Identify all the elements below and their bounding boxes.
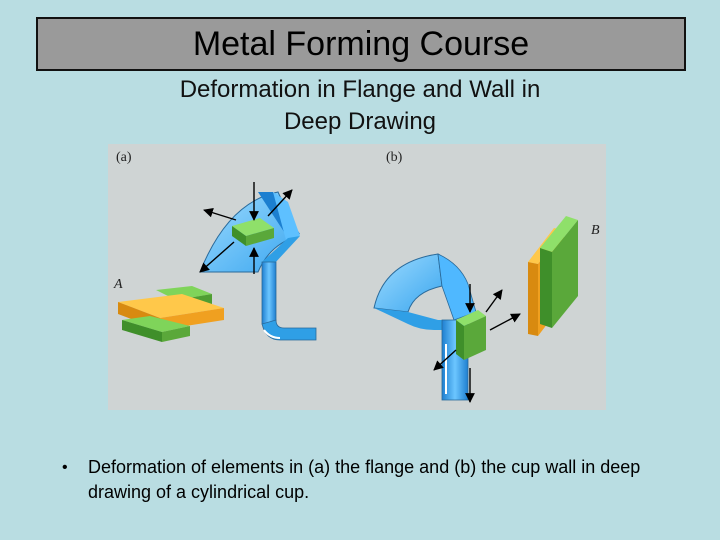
slide-subtitle: Deformation in Flange and Wall in Deep D… (120, 74, 600, 138)
subtitle-line-2: Deep Drawing (283, 108, 437, 135)
title-bar: Metal Forming Course (36, 17, 686, 71)
element-b-label: B (591, 223, 600, 238)
figure-caption: • Deformation of elements in (a) the fla… (62, 455, 682, 505)
subtitle-line-1: Deformation in Flange and Wall in (179, 76, 541, 103)
slide-title: Metal Forming Course (192, 24, 530, 63)
wall-element (456, 310, 486, 360)
caption-text: Deformation of elements in (a) the flang… (88, 457, 641, 502)
flange-stress-arrows (199, 182, 293, 274)
caption-bullet: • (62, 459, 68, 476)
panel-b-label: (b) (386, 150, 403, 165)
flange-element (232, 218, 274, 246)
deep-drawing-figure: (a) (b) A B (108, 144, 606, 410)
element-a (118, 286, 224, 342)
element-a-label: A (113, 277, 123, 292)
panel-a-label: (a) (116, 150, 132, 165)
element-b (528, 216, 578, 336)
figure-illustration: (a) (b) A B (113, 150, 600, 403)
wall-stress-arrows (433, 284, 521, 403)
